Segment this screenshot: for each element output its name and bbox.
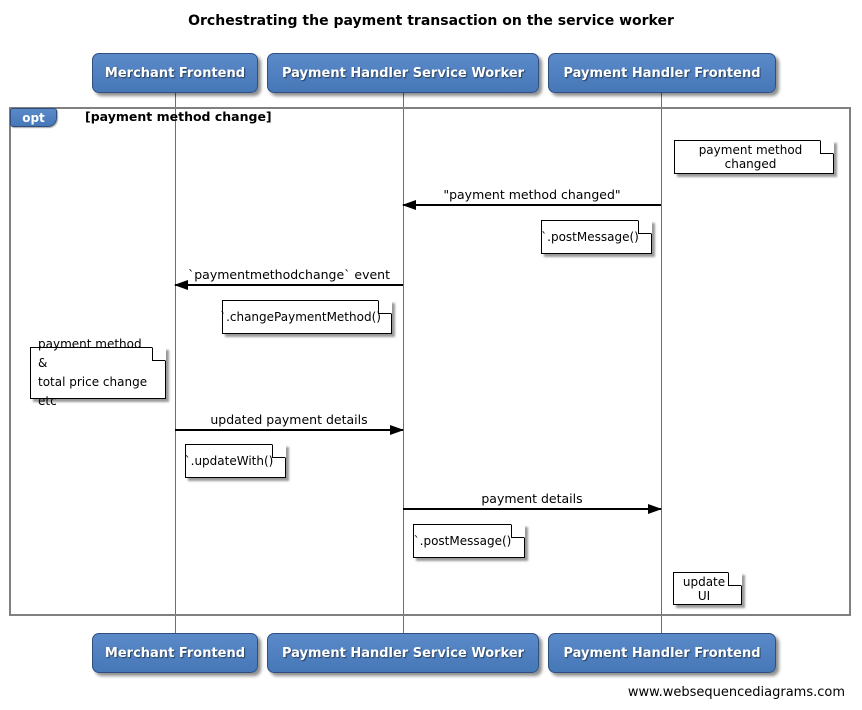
message-line [175,425,404,435]
message-updated-payment-details: updated payment details [175,412,404,435]
arrowhead-right-icon [390,425,404,435]
actor-box-payment-handler-service-worker-bottom: Payment Handler Service Worker [267,633,539,673]
websequencediagrams-credit: www.websequencediagrams.com [627,685,845,700]
arrowhead-left-icon [174,280,188,290]
arrowhead-left-icon [402,200,416,210]
note-postmessage-lower: `.postMessage()` [413,524,525,558]
note-payment-method-total-price: payment method & total price change etc [30,337,166,408]
lifeline-merchant-frontend [175,93,176,633]
message-label: updated payment details [210,412,368,427]
arrowhead-right-icon [648,504,662,514]
opt-fragment-frame [9,107,851,616]
note-update-ui: update UI [673,572,742,605]
note-postmessage-upper: `.postMessage()` [541,220,652,254]
message-line [403,504,662,514]
message-paymentmethodchange-event: `paymentmethodchange` event [174,267,403,290]
message-line [402,200,661,210]
message-label: "payment method changed" [443,187,621,202]
actor-box-merchant-frontend-bottom: Merchant Frontend [92,633,258,673]
actor-box-payment-handler-service-worker-top: Payment Handler Service Worker [267,53,539,93]
actor-box-payment-handler-frontend-top: Payment Handler Frontend [548,53,776,93]
actor-box-merchant-frontend-top: Merchant Frontend [92,53,258,93]
message-label: payment details [481,491,583,506]
note-changepaymentmethod: `.changePaymentMethod()` [220,300,392,334]
note-payment-method-changed: payment method changed [674,140,834,174]
message-line [174,280,403,290]
opt-guard-condition: [payment method change] [85,109,272,124]
note-updatewith: `.updateWith()` [185,444,286,478]
lifeline-payment-handler-service-worker [403,93,404,633]
opt-operator-tab: opt [10,108,57,127]
actor-box-payment-handler-frontend-bottom: Payment Handler Frontend [548,633,776,673]
message-payment-details: payment details [403,491,662,514]
message-payment-method-changed: "payment method changed" [402,187,661,210]
message-label: `paymentmethodchange` event [187,267,391,282]
diagram-title: Orchestrating the payment transaction on… [188,13,674,29]
lifeline-payment-handler-frontend [661,93,662,633]
